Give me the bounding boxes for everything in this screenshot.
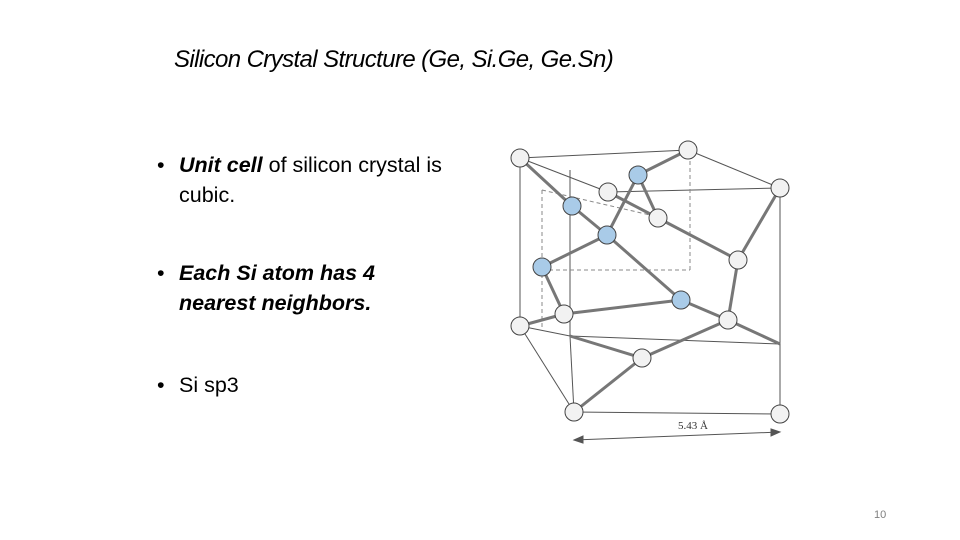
bonds — [518, 148, 782, 414]
atoms — [510, 140, 790, 424]
slide-number: 10 — [874, 509, 887, 521]
corner-atom — [770, 178, 790, 198]
diamond-lattice-figure: 5.43 Å — [490, 130, 820, 445]
bullet-emphasis: Each Si atom has 4 nearest neighbors. — [179, 261, 375, 315]
corner-atom — [678, 140, 698, 160]
bullet-text: Each Si atom has 4 nearest neighbors. — [179, 258, 457, 318]
bullet-text: Si sp3 — [179, 370, 239, 400]
neighbor-atom — [628, 165, 648, 185]
lattice-constant-label: 5.43 Å — [678, 420, 708, 432]
lattice-diagram: 5.43 Å — [510, 140, 790, 444]
dimension-line — [572, 428, 782, 444]
bullet-sp3: • Si sp3 — [157, 370, 239, 400]
face-atom — [598, 182, 618, 202]
neighbor-atom — [532, 257, 552, 277]
face-atom — [632, 348, 652, 368]
neighbor-atom — [562, 196, 582, 216]
bullet-rest: of silicon crystal is cubic. — [179, 153, 442, 207]
face-atom — [728, 250, 748, 270]
bullet-unit-cell: • Unit cell of silicon crystal is cubic. — [157, 150, 457, 210]
corner-atom — [770, 404, 790, 424]
neighbor-atom — [671, 290, 691, 310]
corner-atom — [564, 402, 584, 422]
bullet-marker: • — [157, 153, 165, 177]
bullet-marker: • — [157, 373, 165, 397]
bullet-emphasis: Unit cell — [179, 153, 263, 177]
corner-atom — [510, 148, 530, 168]
cube-edges — [519, 149, 781, 415]
central-atom — [597, 225, 617, 245]
bullet-marker: • — [157, 261, 165, 285]
bullet-nearest-neighbors: • Each Si atom has 4 nearest neighbors. — [157, 258, 457, 318]
bullet-rest: Si sp3 — [179, 373, 239, 397]
interior-atom — [718, 310, 738, 330]
interior-atom — [554, 304, 574, 324]
slide-title: Silicon Crystal Structure (Ge, Si.Ge, Ge… — [174, 46, 614, 73]
face-atom — [648, 208, 668, 228]
bullet-text: Unit cell of silicon crystal is cubic. — [179, 150, 457, 210]
corner-atom — [510, 316, 530, 336]
